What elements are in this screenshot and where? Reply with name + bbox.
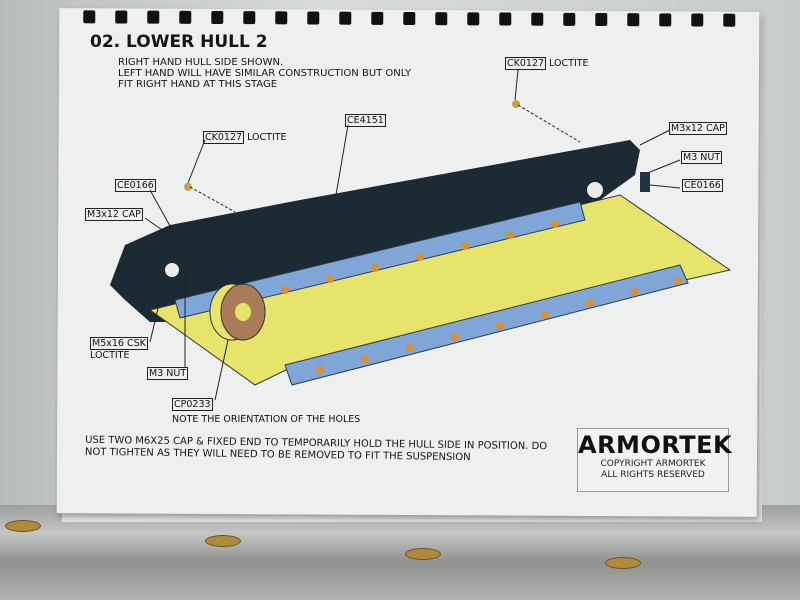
bar-holes — [281, 220, 682, 374]
callout-m3nut-left: M3 NUT — [147, 367, 189, 380]
callout-ck0127-left: CK0127 LOCTITE — [203, 131, 287, 144]
rail-hole — [405, 548, 441, 560]
leader-lines — [144, 69, 681, 401]
note-line: FIT RIGHT HAND AT THIS STAGE — [118, 79, 278, 90]
loctite-bolt — [184, 183, 192, 191]
rail-hole — [5, 520, 41, 532]
loctite-bolt — [512, 100, 520, 108]
page-title: 02. LOWER HULL 2 — [90, 32, 268, 52]
instructions-note: RIGHT HAND HULL SIDE SHOWN. LEFT HAND WI… — [118, 57, 411, 90]
hull-hole — [587, 182, 603, 198]
note-line: RIGHT HAND HULL SIDE SHOWN. — [118, 57, 284, 68]
rear-bar — [174, 201, 586, 319]
rail-hole — [605, 557, 641, 569]
callout-ce0166-right: CE0166 — [682, 179, 723, 192]
hull-hole — [165, 263, 179, 277]
copyright-text: COPYRIGHT ARMORTEK — [600, 459, 706, 469]
callout-ce4151: CE4151 — [345, 114, 386, 127]
callout-ck0127-right: CK0127 LOCTITE — [505, 57, 589, 70]
logo-name: ARMORTEK — [578, 431, 733, 459]
callout-m3nut-right: M3 NUT — [681, 151, 723, 164]
m3-nut — [640, 172, 650, 192]
hull-side-plate — [110, 140, 640, 322]
note-line: LEFT HAND WILL HAVE SIMILAR CONSTRUCTION… — [118, 68, 412, 79]
front-bar — [284, 264, 689, 386]
callout-ce0166-left: CE0166 — [115, 179, 156, 192]
armortek-logo-box: ARMORTEK COPYRIGHT ARMORTEK ALL RIGHTS R… — [577, 428, 733, 492]
callout-m3x12-left: M3x12 CAP — [85, 208, 143, 221]
rail-hole — [205, 535, 241, 547]
callout-m3x12-right: M3x12 CAP — [669, 122, 727, 135]
rights-text: ALL RIGHTS RESERVED — [601, 470, 705, 480]
